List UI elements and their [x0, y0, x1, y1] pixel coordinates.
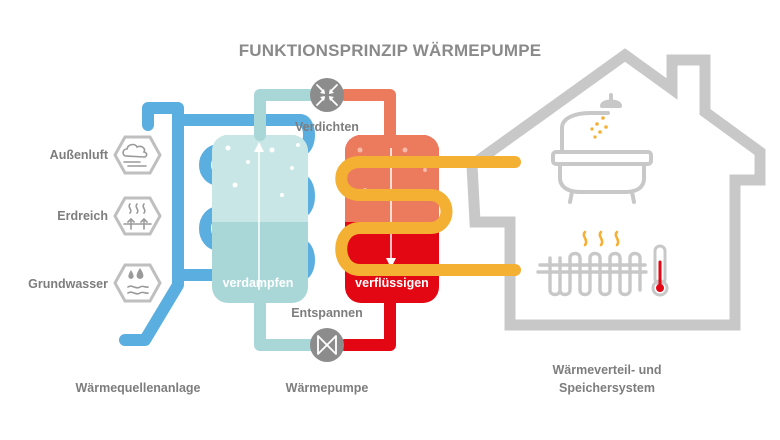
- heating-coil: [335, 156, 521, 276]
- expansion-label: Entspannen: [291, 306, 363, 320]
- compressor-icon: [310, 78, 344, 112]
- evaporator-tank: [212, 135, 308, 303]
- heat-waves-icon: [582, 230, 620, 247]
- refrigerant-hot-line: [339, 89, 396, 351]
- caption-distribution-line1: Wärmeverteil- und: [552, 363, 661, 377]
- source-label-groundwater: Grundwasser: [28, 277, 108, 291]
- caption-heat-pump: Wärmepumpe: [286, 381, 369, 395]
- compressor-label: Verdichten: [295, 120, 359, 134]
- shower-drops-icon: [590, 116, 608, 139]
- source-hex-outside-air: [113, 135, 162, 175]
- source-hex-ground: [113, 196, 162, 236]
- bathtub-shower-icon: [551, 93, 653, 204]
- caption-source-system: Wärmequellenanlage: [75, 381, 200, 395]
- source-hex-groundwater: [113, 263, 162, 303]
- water-drops-icon: [128, 268, 144, 279]
- expansion-valve-icon: [310, 328, 344, 362]
- refrigerant-suction-line: [254, 89, 326, 351]
- source-loop: [119, 102, 184, 346]
- caption-distribution-line2: Speichersystem: [559, 381, 655, 395]
- cloud-wind-icon: [122, 143, 148, 167]
- condenser-label: verflüssigen: [355, 276, 429, 290]
- thermometer-icon: [651, 244, 669, 297]
- source-label-ground: Erdreich: [57, 209, 108, 223]
- evaporator-label: verdampfen: [223, 276, 294, 290]
- diagram-title: FUNKTIONSPRINZIP WÄRMEPUMPE: [239, 41, 542, 60]
- source-label-outside-air: Außenluft: [50, 148, 109, 162]
- ground-heat-icon: [123, 203, 152, 230]
- radiator-icon: [536, 251, 648, 297]
